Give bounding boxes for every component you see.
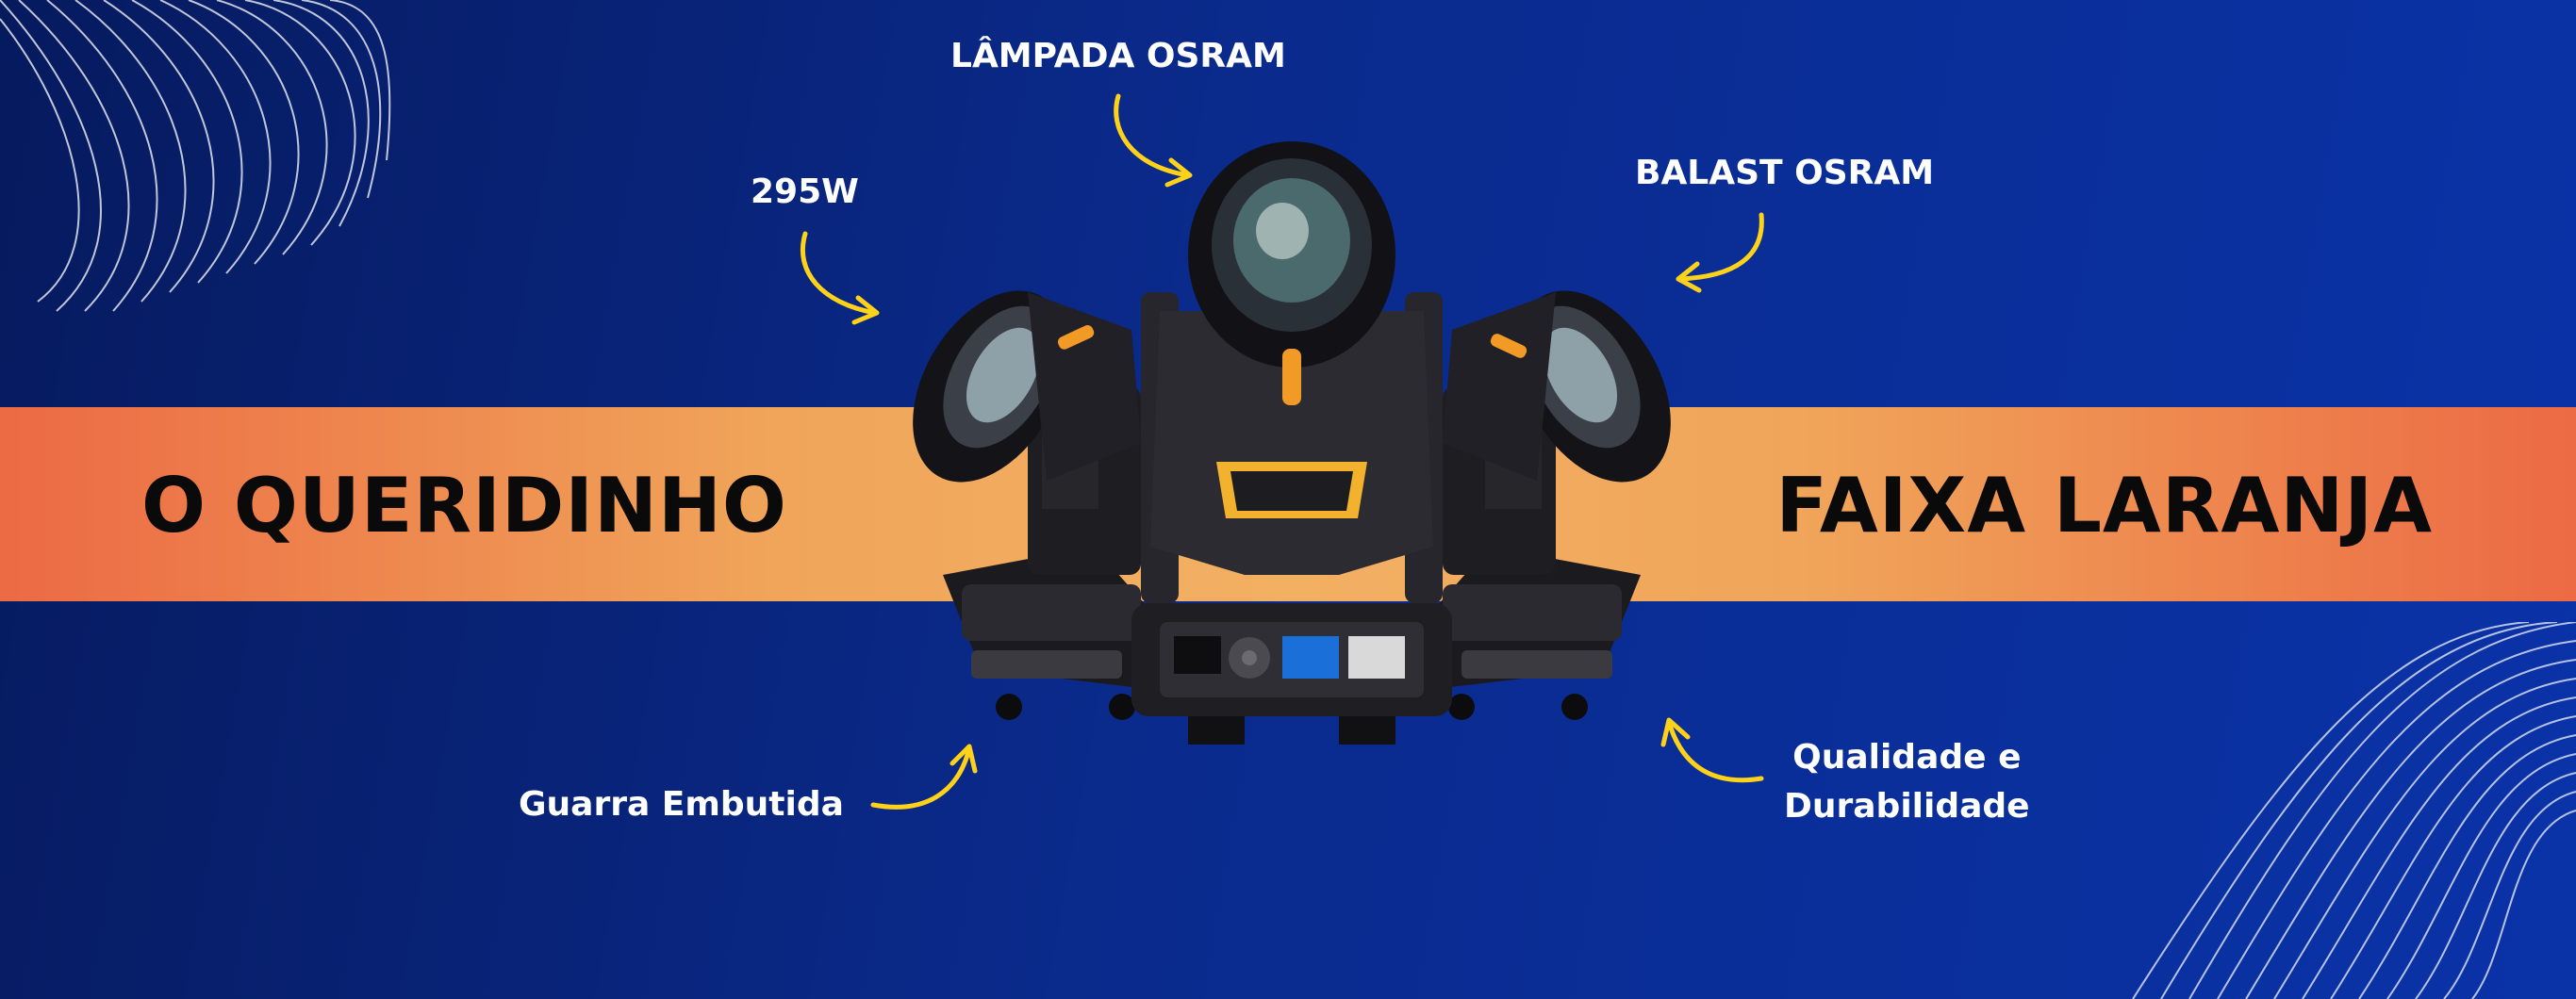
feature-power-label: 295W [751,172,859,211]
headline-right: FAIXA LARANJA [1775,462,2433,549]
feature-clamp-label: Guarra Embutida [519,785,844,824]
curved-arrow-icon-ballast [1676,212,1764,293]
feature-quality-line2: Durabilidade [1784,787,2030,826]
feature-quality-line1: Qualidade e [1792,738,2022,777]
wave-lines-decoration-top-left [0,0,391,312]
center-moving-head-unit [1131,141,1452,745]
feature-ballast-label: BALAST OSRAM [1635,154,1935,192]
left-moving-head-unit [913,290,1169,720]
feature-quality-label: Qualidade e Durabilidade [1784,733,2030,831]
curved-arrow-icon-clamp [870,744,978,810]
wave-lines-decoration-bottom-right [2132,622,2576,999]
curved-arrow-icon-lamp [1114,93,1193,188]
curved-arrow-icon-power [800,231,880,325]
right-moving-head-unit [1414,290,1671,720]
moving-head-light-product-image [913,141,1671,745]
headline-left: O QUERIDINHO [141,462,787,549]
feature-lamp-label: LÂMPADA OSRAM [950,37,1286,75]
curved-arrow-icon-quality [1660,717,1764,783]
